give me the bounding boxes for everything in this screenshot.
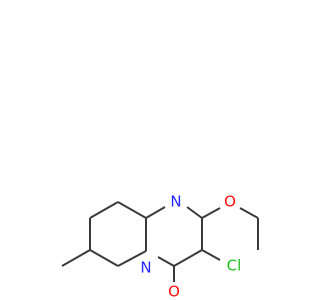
bond-c8a-c8 (117, 250, 147, 267)
molecule-canvas: N N O O Cl (61, 192, 259, 300)
bond-c6-c5 (89, 201, 119, 219)
atom-o-ether: O (224, 193, 236, 211)
atom-n-ring: N (140, 259, 151, 277)
atom-o-carbonyl: O (168, 283, 180, 300)
bond-c4a-n-top (145, 206, 166, 219)
atom-n-top: N (170, 193, 181, 211)
bond-c7-methyl (61, 249, 91, 267)
bond-c2-o-ether (201, 207, 221, 219)
bond-c3-c4 (173, 249, 203, 267)
bond-c3-cl (201, 249, 221, 261)
bond-c4-n-ring (157, 256, 175, 267)
bond-c5-c4a (117, 201, 147, 219)
bond-c8-c7 (89, 249, 119, 267)
bond-o-ether-ch2 (239, 207, 259, 219)
atom-cl: Cl (227, 257, 242, 275)
bond-n-top-c2 (186, 206, 203, 219)
structure-diagram: N N O O Cl (61, 193, 259, 300)
